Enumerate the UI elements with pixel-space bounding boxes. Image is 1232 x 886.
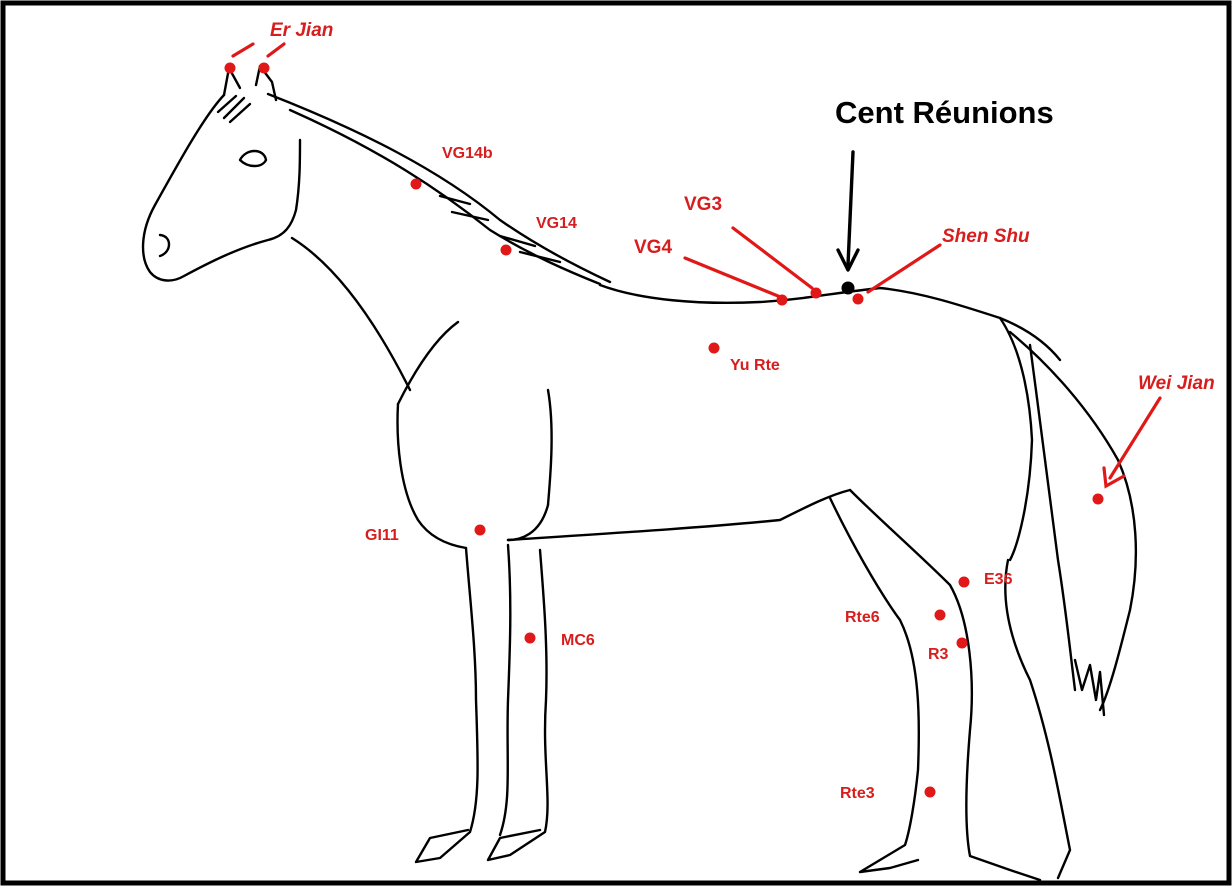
er-jian-point-left[interactable] (225, 63, 236, 74)
vg4-label: VG4 (634, 237, 672, 258)
vg14-label: VG14 (536, 215, 577, 232)
e36-label: E36 (984, 571, 1013, 588)
mc6-point[interactable] (525, 633, 536, 644)
diagram-frame (3, 3, 1229, 883)
yu-rte-point[interactable] (709, 343, 720, 354)
vg14b-label: VG14b (442, 145, 493, 162)
vg4-leader (685, 258, 778, 296)
shen-shu-point[interactable] (853, 294, 864, 305)
rte3-point[interactable] (925, 787, 936, 798)
er-jian-leader-right (268, 44, 284, 56)
vg14-point[interactable] (501, 245, 512, 256)
e36-point[interactable] (959, 577, 970, 588)
mc6-label: MC6 (561, 632, 595, 649)
gi11-point[interactable] (475, 525, 486, 536)
er-jian-leader-left (233, 44, 253, 56)
wei-jian-label: Wei Jian (1138, 373, 1215, 394)
er-jian-point-right[interactable] (259, 63, 270, 74)
diagram-title: Cent Réunions (835, 95, 1054, 130)
rte6-label: Rte6 (845, 609, 880, 626)
vg3-leader (733, 228, 812, 288)
r3-point[interactable] (957, 638, 968, 649)
cent-reunions-point[interactable] (842, 282, 855, 295)
horse-outline (143, 66, 1136, 880)
wei-jian-leader (1110, 398, 1160, 478)
vg14b-point[interactable] (411, 179, 422, 190)
title-arrow-shaft (848, 152, 853, 265)
wei-jian-point[interactable] (1093, 494, 1104, 505)
shen-shu-leader (868, 245, 940, 292)
r3-label: R3 (928, 646, 949, 663)
rte3-label: Rte3 (840, 785, 875, 802)
shen-shu-label: Shen Shu (942, 226, 1030, 247)
yu-rte-label: Yu Rte (730, 357, 780, 374)
rte6-point[interactable] (935, 610, 946, 621)
vg3-point[interactable] (811, 288, 822, 299)
vg3-label: VG3 (684, 194, 722, 215)
er-jian-label: Er Jian (270, 20, 333, 41)
vg4-point[interactable] (777, 295, 788, 306)
gi11-label: GI11 (365, 527, 399, 544)
